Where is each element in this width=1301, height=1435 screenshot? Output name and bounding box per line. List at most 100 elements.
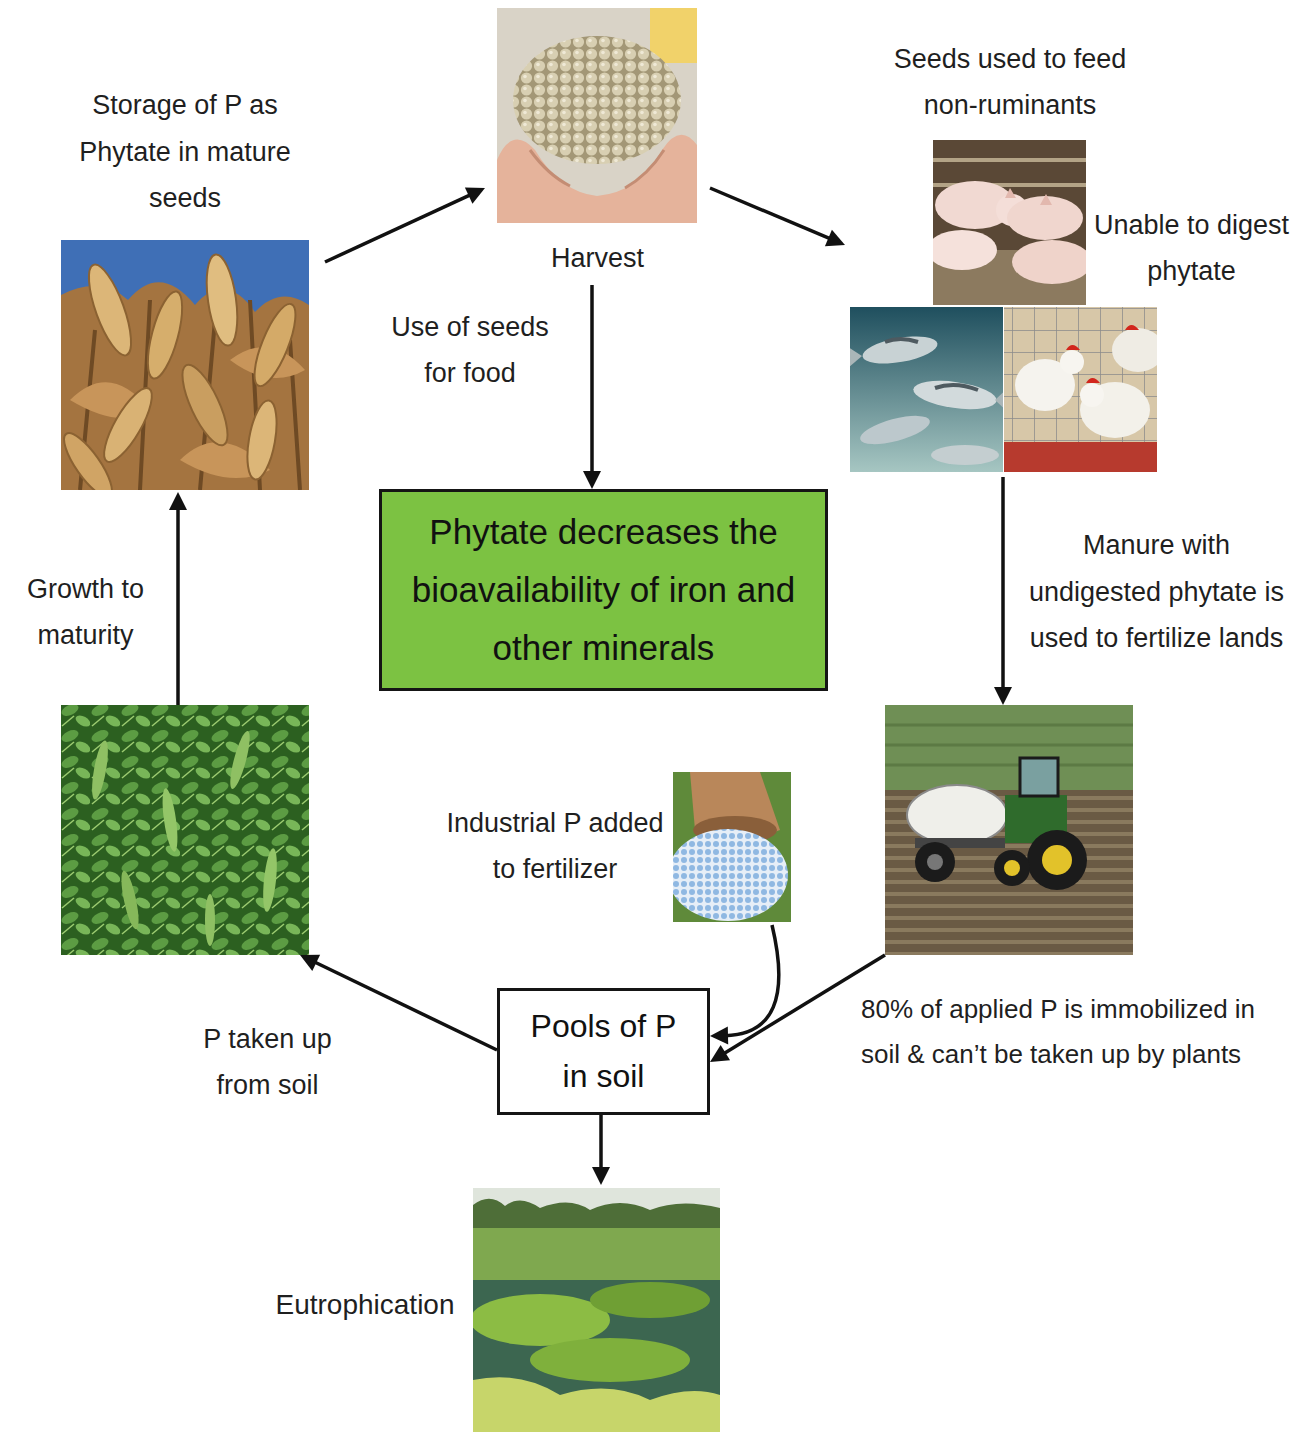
caption-text: Unable to digest phytate	[1090, 202, 1293, 295]
connector-line	[599, 1115, 603, 1170]
arrow-head	[465, 187, 485, 203]
eutrophication-photo	[473, 1199, 720, 1230]
harvest-photo	[497, 8, 697, 223]
connector	[710, 188, 845, 246]
tractor-photo	[885, 725, 1133, 765]
connector-line	[176, 507, 180, 705]
eutrophication-photo	[473, 1294, 610, 1346]
hens-photo	[1125, 325, 1139, 330]
fish-photo	[850, 307, 1003, 472]
green-pea-plants-photo	[226, 729, 253, 790]
fish-photo	[935, 385, 978, 390]
arrow-head	[169, 492, 187, 510]
arrow-head	[825, 230, 845, 247]
hens-photo	[1004, 442, 1157, 472]
connector	[583, 285, 601, 489]
arrow-head	[583, 471, 601, 489]
hens-photo	[1004, 307, 1157, 472]
fish-photo	[850, 345, 862, 368]
hens-photo	[1080, 382, 1150, 438]
green-pea-plants-photo	[118, 869, 142, 930]
connector	[994, 477, 1012, 705]
photo-node: Industrial P added to fertilizer	[440, 768, 795, 925]
eutrophication-photo	[530, 1338, 690, 1382]
connector-line	[710, 188, 831, 239]
edge-label: Manure with undigested phytate is used t…	[1018, 522, 1295, 661]
harvest-photo	[650, 8, 697, 63]
connector-line	[314, 962, 497, 1050]
photo-node: Harvest	[485, 5, 710, 285]
edge-label: Growth to maturity	[8, 566, 163, 659]
arrow-head	[994, 687, 1012, 705]
green-pea-plants-photo	[61, 705, 309, 955]
photo-node: Seeds used to feed non-ruminantsUnable t…	[845, 35, 1295, 477]
caption-text: Seeds used to feed non-ruminants	[880, 36, 1140, 129]
dry-pea-plants-photo	[141, 288, 189, 382]
hens-photo	[1066, 345, 1080, 350]
tractor-photo	[915, 842, 955, 882]
fish-photo	[912, 376, 999, 413]
hens-photo	[1060, 350, 1084, 374]
caption-text: Industrial P added to fertilizer	[440, 800, 670, 893]
process-box: Pools of P in soil	[497, 988, 710, 1115]
fish-photo	[860, 332, 939, 369]
dry-pea-plants-photo	[246, 299, 303, 390]
connector	[592, 1115, 610, 1185]
fish-photo	[857, 410, 932, 450]
tractor-photo	[1020, 758, 1058, 796]
arrow-head	[592, 1167, 610, 1185]
arrow-head	[300, 955, 320, 971]
fish-photo	[995, 388, 1003, 412]
box-text: Phytate decreases the bioavailability of…	[396, 503, 811, 676]
tractor-photo	[885, 705, 1133, 795]
harvest-photo	[513, 36, 681, 164]
edge-label: P taken up from soil	[195, 1016, 340, 1109]
connector-line	[325, 194, 471, 262]
green-pea-plants-photo	[160, 787, 181, 852]
connector	[169, 492, 187, 705]
hens-photo	[1112, 328, 1157, 372]
eutrophication-photo	[473, 1188, 720, 1432]
hens-photo	[1086, 378, 1100, 383]
green-pea-plants-photo	[261, 848, 280, 913]
caption-text: Harvest	[485, 235, 710, 281]
tractor-photo	[1027, 830, 1087, 890]
photo-node	[61, 705, 309, 955]
dry-pea-plants-photo	[242, 398, 281, 481]
dry-pea-plants-photo	[61, 240, 309, 490]
dry-pea-plants-photo	[80, 260, 139, 360]
connector-line	[1001, 477, 1005, 690]
harvest-photo	[497, 8, 697, 223]
caption-text: Eutrophication	[265, 1281, 465, 1329]
eutrophication-photo	[473, 1377, 720, 1432]
edge-label: Use of seeds for food	[385, 304, 555, 397]
photo-node: Storage of P as Phytate in mature seeds	[45, 85, 325, 492]
green-pea-plants-photo	[61, 705, 309, 955]
arrow-head	[710, 1027, 728, 1045]
connector-line	[725, 925, 779, 1036]
pigs-photo	[933, 230, 997, 270]
pigs-photo	[933, 160, 1086, 185]
green-pea-plants-photo	[89, 739, 111, 800]
fish-photo	[850, 307, 1003, 472]
green-pea-plants-photo	[205, 894, 215, 946]
fish-photo	[931, 445, 999, 465]
connector	[710, 925, 779, 1045]
dry-pea-plants-photo	[96, 382, 161, 468]
photo-node: Eutrophication	[265, 1185, 723, 1432]
tractor-photo	[994, 850, 1030, 886]
dry-pea-plants-photo	[61, 240, 309, 490]
eutrophication-photo	[473, 1228, 720, 1280]
tractor-photo	[1042, 845, 1072, 875]
arrow-head	[710, 1045, 730, 1062]
fertilizer-bag-photo	[673, 829, 788, 921]
edge-label: 80% of applied P is immobilized in soil …	[858, 987, 1295, 1076]
pigs-photo	[1005, 188, 1052, 205]
connector-line	[590, 285, 594, 474]
tractor-photo	[885, 705, 1133, 955]
caption-text: Storage of P as Phytate in mature seeds	[45, 82, 325, 221]
fish-photo	[885, 339, 918, 342]
dry-pea-plants-photo	[61, 427, 120, 490]
dry-pea-plants-photo	[174, 359, 237, 451]
